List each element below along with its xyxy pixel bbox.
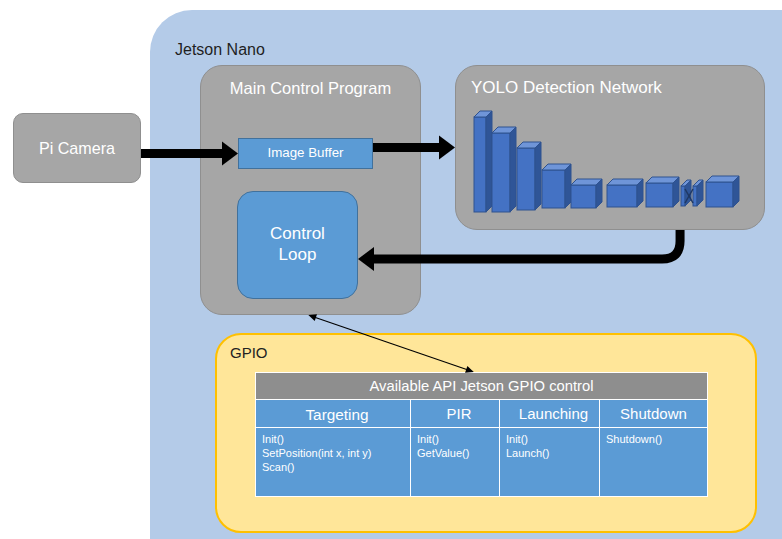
node-title: Available API Jetson GPIO control bbox=[256, 377, 707, 395]
node-title: Main Control Program bbox=[201, 78, 420, 99]
layer-block bbox=[517, 148, 535, 210]
layer-block bbox=[646, 183, 673, 207]
node-title: Jetson Nano bbox=[175, 40, 265, 60]
loop-box: Control Loop bbox=[237, 191, 358, 299]
api-function: Launch() bbox=[506, 447, 549, 461]
api-column: ShutdownShutdown() bbox=[599, 399, 708, 497]
block-side bbox=[535, 142, 541, 210]
api-column: TargetingInit()SetPosition(int x, int y)… bbox=[255, 399, 419, 497]
api-function: SetPosition(int x, int y) bbox=[262, 447, 371, 461]
layer-block bbox=[492, 133, 510, 212]
layer-block bbox=[693, 186, 697, 206]
api-function: Init() bbox=[417, 433, 439, 447]
block-side bbox=[510, 127, 516, 212]
api-function: Init() bbox=[506, 433, 528, 447]
api-function: Shutdown() bbox=[606, 433, 662, 447]
layer-block bbox=[474, 117, 486, 212]
api-column: LaunchingInit()Launch() bbox=[499, 399, 608, 497]
node-title: GPIO bbox=[230, 344, 268, 363]
block-side bbox=[565, 164, 571, 208]
layer-block bbox=[607, 185, 637, 207]
layer-block bbox=[571, 185, 596, 208]
api-column: PIR Init()GetValue() bbox=[410, 399, 508, 497]
node-title: Control Loop bbox=[258, 223, 337, 266]
api-function: Init() bbox=[262, 433, 284, 447]
block-side bbox=[673, 177, 679, 207]
node-title: Pi Camera bbox=[14, 138, 140, 158]
layer-block bbox=[706, 182, 733, 207]
layer-block bbox=[542, 170, 565, 208]
node-title: Image Buffer bbox=[239, 145, 372, 162]
gpio-region: GPIO Available API Jetson GPIO controlTar… bbox=[215, 333, 757, 533]
program-box: Main Control ProgramImage BufferControl … bbox=[200, 65, 421, 315]
block-side bbox=[733, 176, 739, 207]
table-header: Available API Jetson GPIO control bbox=[255, 372, 708, 400]
buffer-box: Image Buffer bbox=[238, 138, 373, 169]
api-function: GetValue() bbox=[417, 447, 469, 461]
node-title: YOLO Detection Network bbox=[471, 77, 662, 98]
block-side bbox=[486, 111, 492, 212]
layer-block bbox=[681, 186, 685, 206]
device-box: Pi Camera bbox=[13, 113, 141, 183]
node-title: Launching bbox=[500, 405, 607, 424]
board-region: Jetson NanoMain Control ProgramImage Buf… bbox=[150, 10, 782, 539]
node-title: Targeting bbox=[256, 405, 418, 424]
api-function: Scan() bbox=[262, 461, 294, 475]
node-title: Shutdown bbox=[600, 405, 707, 424]
node-title: PIR bbox=[411, 405, 507, 424]
